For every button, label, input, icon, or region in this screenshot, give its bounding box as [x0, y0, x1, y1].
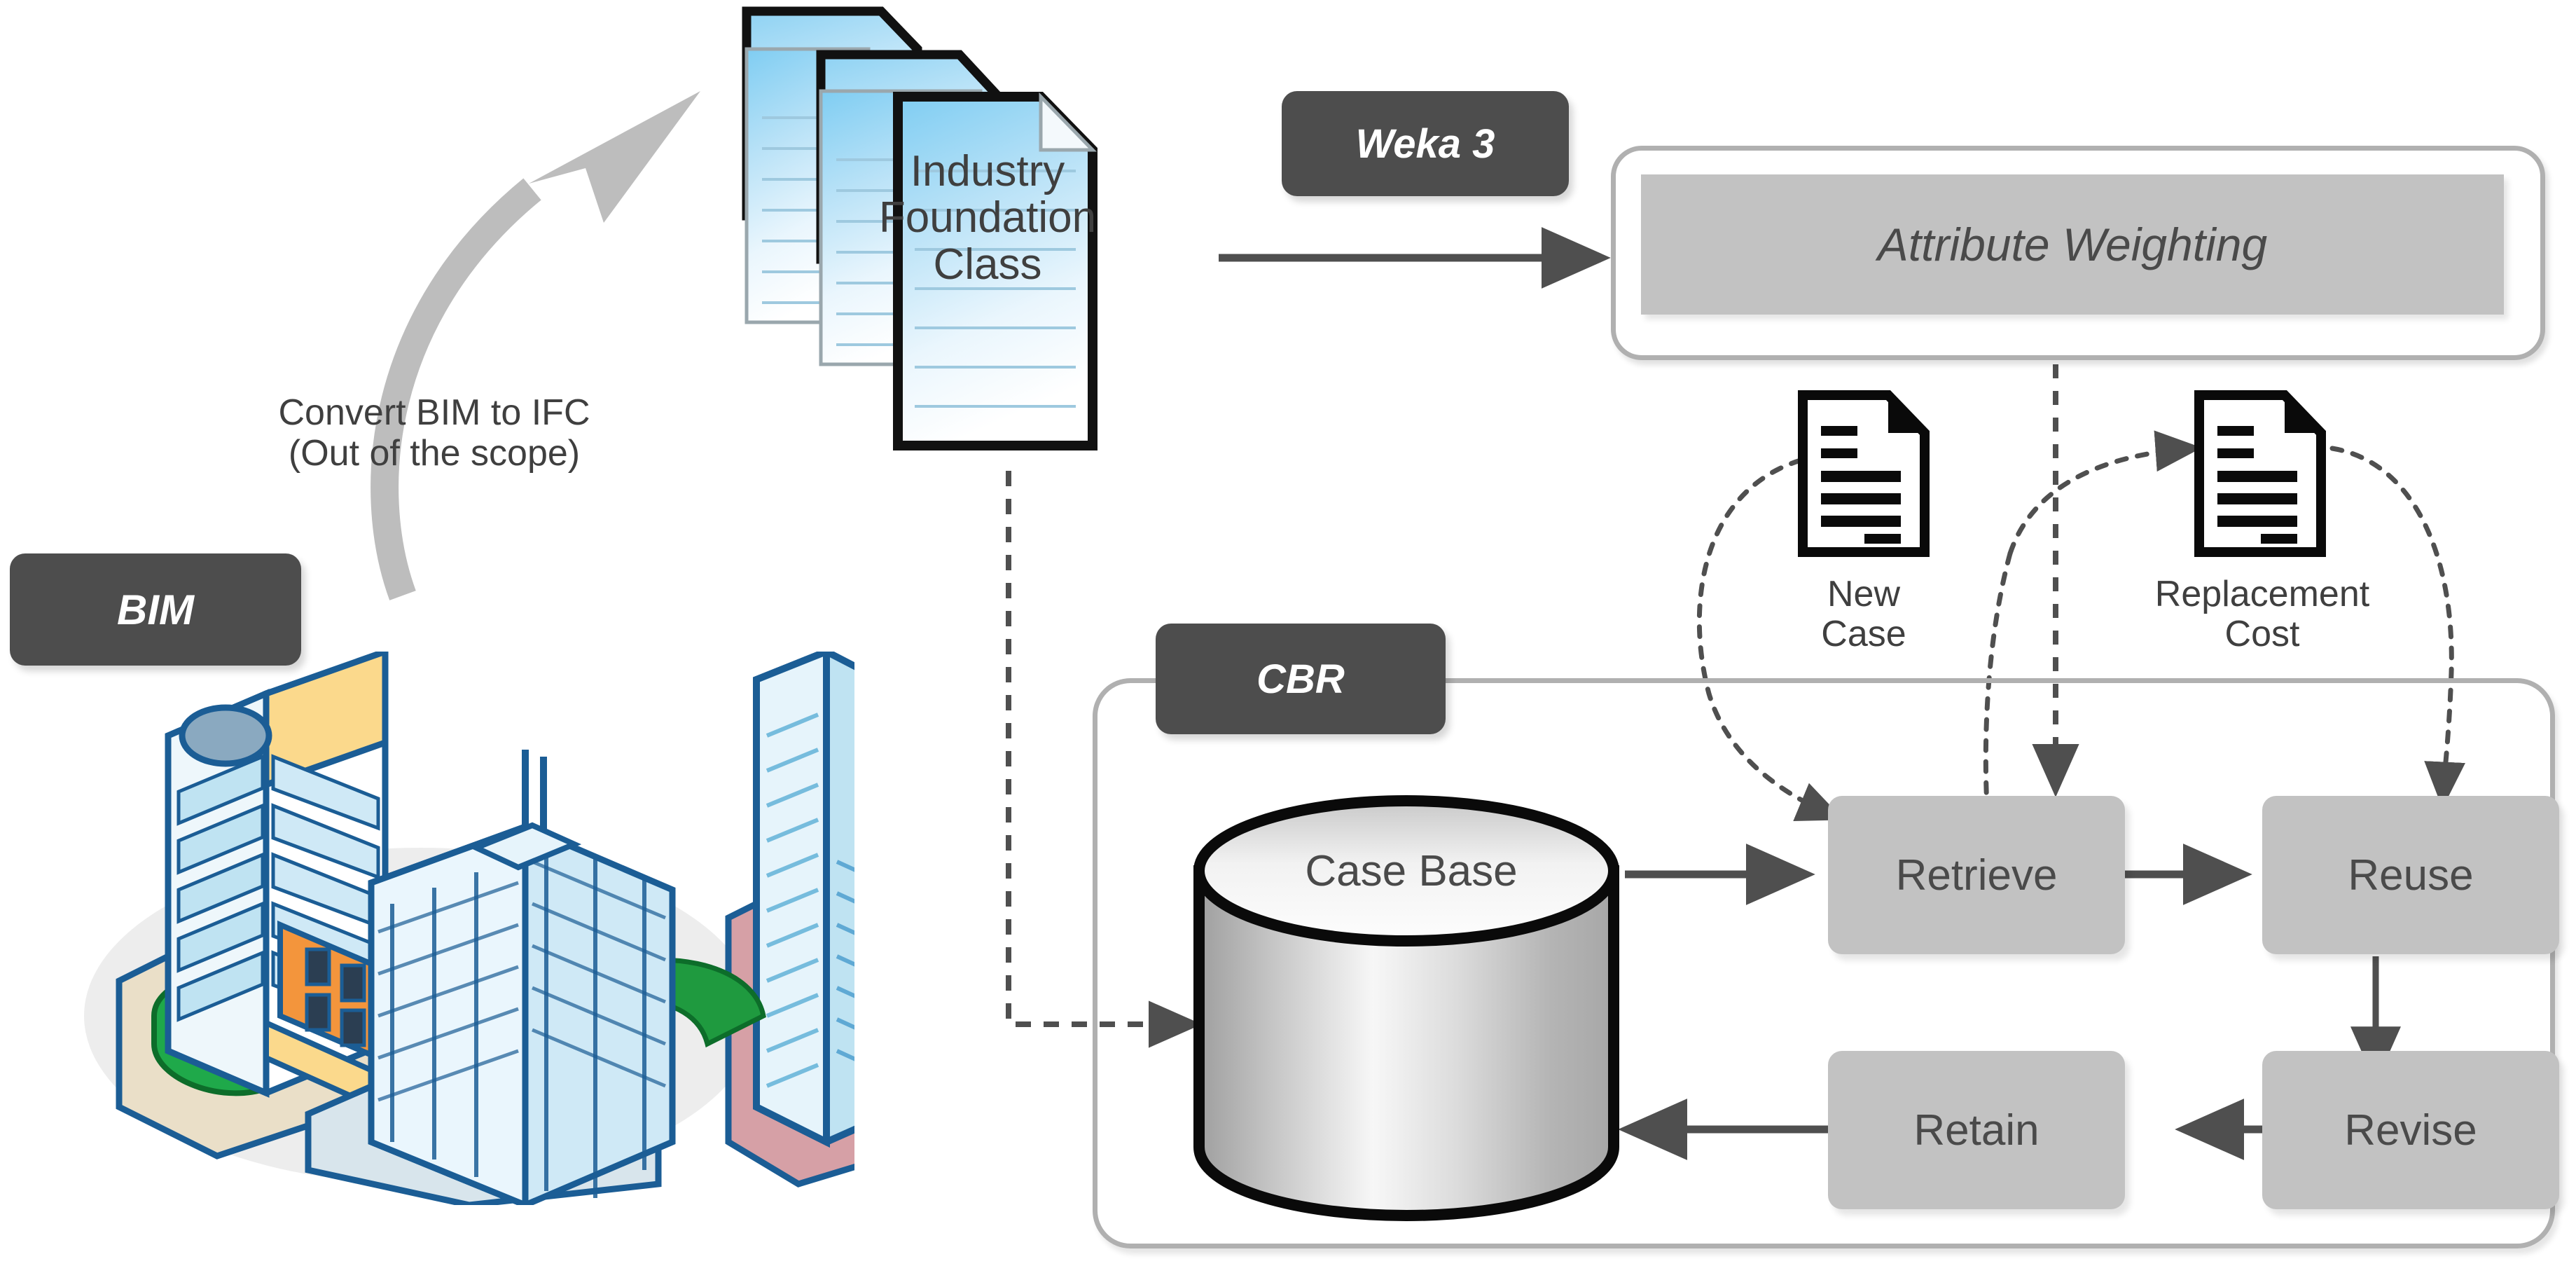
ifc-label-line2: Foundation: [878, 193, 1097, 242]
weka-tag-label: Weka 3: [1355, 121, 1495, 167]
cbr-step-revise-label: Revise: [2344, 1106, 2477, 1155]
cbr-step-retrieve-label: Retrieve: [1895, 851, 2058, 900]
cbr-step-reuse-label: Reuse: [2348, 851, 2474, 900]
convert-arrow-icon: [371, 91, 700, 600]
cbr-tag[interactable]: CBR: [1156, 624, 1446, 734]
bim-tag-label: BIM: [117, 586, 194, 633]
new-case-label: New Case: [1748, 574, 1979, 654]
new-case-label-line2: Case: [1821, 614, 1906, 655]
new-case-document-icon: [1798, 390, 1930, 557]
convert-label-line1: Convert BIM to IFC: [278, 392, 590, 433]
cbr-step-retain[interactable]: Retain: [1828, 1051, 2125, 1209]
cbr-step-retrieve[interactable]: Retrieve: [1828, 796, 2125, 954]
cbr-container: [1093, 678, 2555, 1248]
bim-tag[interactable]: BIM: [10, 553, 301, 666]
attribute-weighting-container: Attribute Weighting: [1611, 146, 2545, 360]
ifc-stack-label: Industry Foundation Class: [784, 147, 1191, 289]
cbr-step-retain-label: Retain: [1913, 1106, 2040, 1155]
cbr-step-revise[interactable]: Revise: [2262, 1051, 2559, 1209]
attribute-weighting-box[interactable]: Attribute Weighting: [1641, 174, 2504, 315]
ifc-label-line1: Industry: [910, 147, 1065, 195]
convert-label: Convert BIM to IFC (Out of the scope): [210, 392, 658, 474]
attribute-weighting-label: Attribute Weighting: [1877, 219, 2268, 270]
cbr-tag-label: CBR: [1256, 656, 1345, 702]
ifc-label-line3: Class: [933, 240, 1042, 289]
replacement-cost-label-line1: Replacement: [2154, 574, 2370, 614]
replacement-cost-document-icon: [2194, 390, 2326, 557]
document-stack-icon: [742, 6, 1097, 450]
replacement-cost-label-line2: Cost: [2224, 614, 2300, 655]
case-base-label: Case Base: [1184, 846, 1639, 896]
case-base-label-text: Case Base: [1305, 847, 1518, 895]
dotted-replacement-cost-to-reuse: [2329, 446, 2465, 808]
cbr-step-reuse[interactable]: Reuse: [2262, 796, 2559, 954]
database-cylinder-icon: [1193, 795, 1619, 1222]
convert-label-line2: (Out of the scope): [288, 433, 581, 474]
dotted-ifc-to-case-base: [1006, 471, 1202, 1048]
building-illustration-icon: [84, 652, 854, 1205]
dotted-new-case-flow: [1696, 453, 1844, 821]
weka-tag[interactable]: Weka 3: [1282, 91, 1569, 196]
new-case-label-line1: New: [1827, 574, 1901, 614]
replacement-cost-label: Replacement Cost: [2101, 574, 2423, 654]
